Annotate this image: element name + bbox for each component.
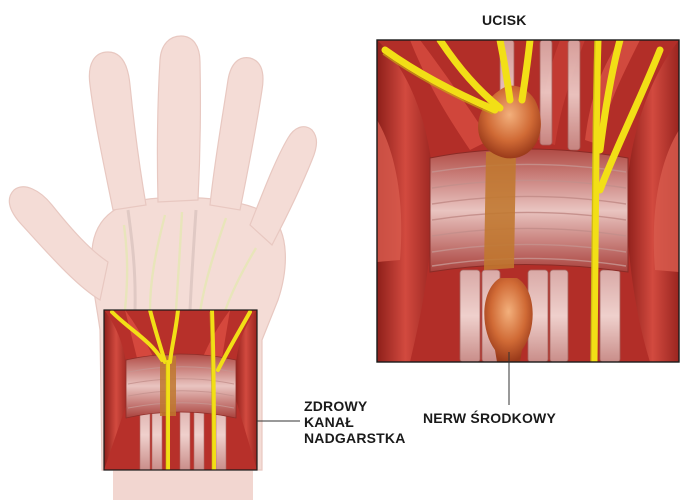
healthy-canal-frame bbox=[103, 309, 258, 471]
compression-inset bbox=[377, 40, 679, 362]
compression-frame bbox=[376, 39, 680, 363]
palm-tendon-lines bbox=[122, 211, 258, 315]
healthy-canal-label: ZDROWY KANAŁ NADGARSTKA bbox=[304, 398, 406, 446]
palm-faint-tendons bbox=[126, 209, 198, 311]
healthy-canal-label-line-2: KANAŁ bbox=[304, 414, 354, 430]
wrist bbox=[113, 470, 253, 500]
median-nerve-label: NERW ŚRODKOWY bbox=[423, 410, 557, 426]
compression-title: UCISK bbox=[482, 12, 527, 28]
healthy-canal-label-line-3: NADGARSTKA bbox=[304, 430, 406, 446]
healthy-canal-inset bbox=[104, 310, 257, 470]
healthy-canal-label-line-1: ZDROWY bbox=[304, 398, 368, 414]
